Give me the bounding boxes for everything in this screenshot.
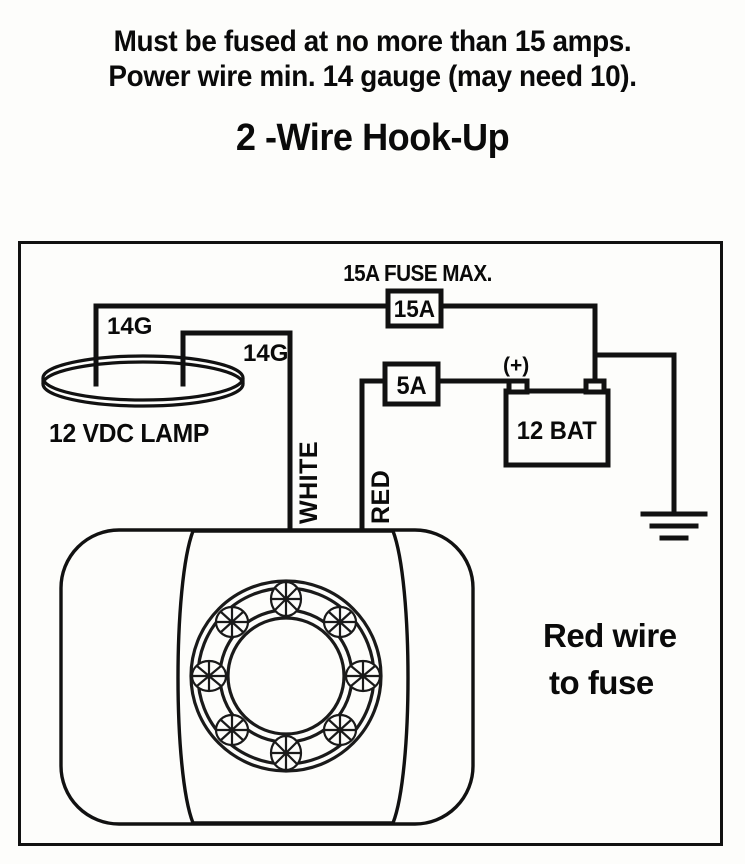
note-line-2: to fuse (549, 664, 654, 701)
fuse-15a-box (385, 288, 444, 329)
heading-block: Must be fused at no more than 15 amps. P… (0, 24, 745, 160)
fuse-5a-label: 5A (397, 372, 427, 400)
battery-positive-marker: (+) (503, 354, 529, 377)
wiring-schematic: .wire { stroke:#111111; stroke-width:5; … (41, 260, 708, 826)
wire-red-vertical (359, 378, 388, 537)
wire-battery-to-ground (592, 352, 677, 517)
note-line-1: Red wire (543, 617, 677, 654)
fuse-5a-box (382, 361, 441, 407)
diagram-frame: .wire { stroke:#111111; stroke-width:5; … (18, 241, 723, 846)
speaker-bolts (190, 580, 382, 772)
battery-negative-terminal (583, 378, 607, 395)
battery-box (503, 388, 611, 468)
battery-label: 12 BAT (517, 417, 597, 445)
ground-icon (640, 511, 708, 541)
wire-gauge-label-2: 14G (243, 340, 288, 367)
wire-lamp-to-white (180, 330, 293, 387)
battery-positive-terminal (506, 378, 530, 395)
fuse-15a-label: 15A (394, 295, 436, 322)
lamp-icon (41, 354, 245, 408)
fuse-max-note: 15A FUSE MAX. (343, 260, 492, 286)
wire-red-label: RED (367, 470, 395, 524)
page-title: 2 -Wire Hook-Up (235, 117, 510, 159)
siren-device (59, 528, 475, 826)
wire-white-label: WHITE (295, 441, 323, 524)
wire-15a-fuse-to-battery-post (438, 303, 598, 394)
warning-line-1: Must be fused at no more than 15 amps. (113, 25, 632, 58)
warning-line-2: Power wire min. 14 gauge (may need 10). (108, 60, 637, 93)
wire-gauge-label-1: 14G (107, 313, 152, 340)
lamp-label: 12 VDC LAMP (49, 419, 209, 448)
